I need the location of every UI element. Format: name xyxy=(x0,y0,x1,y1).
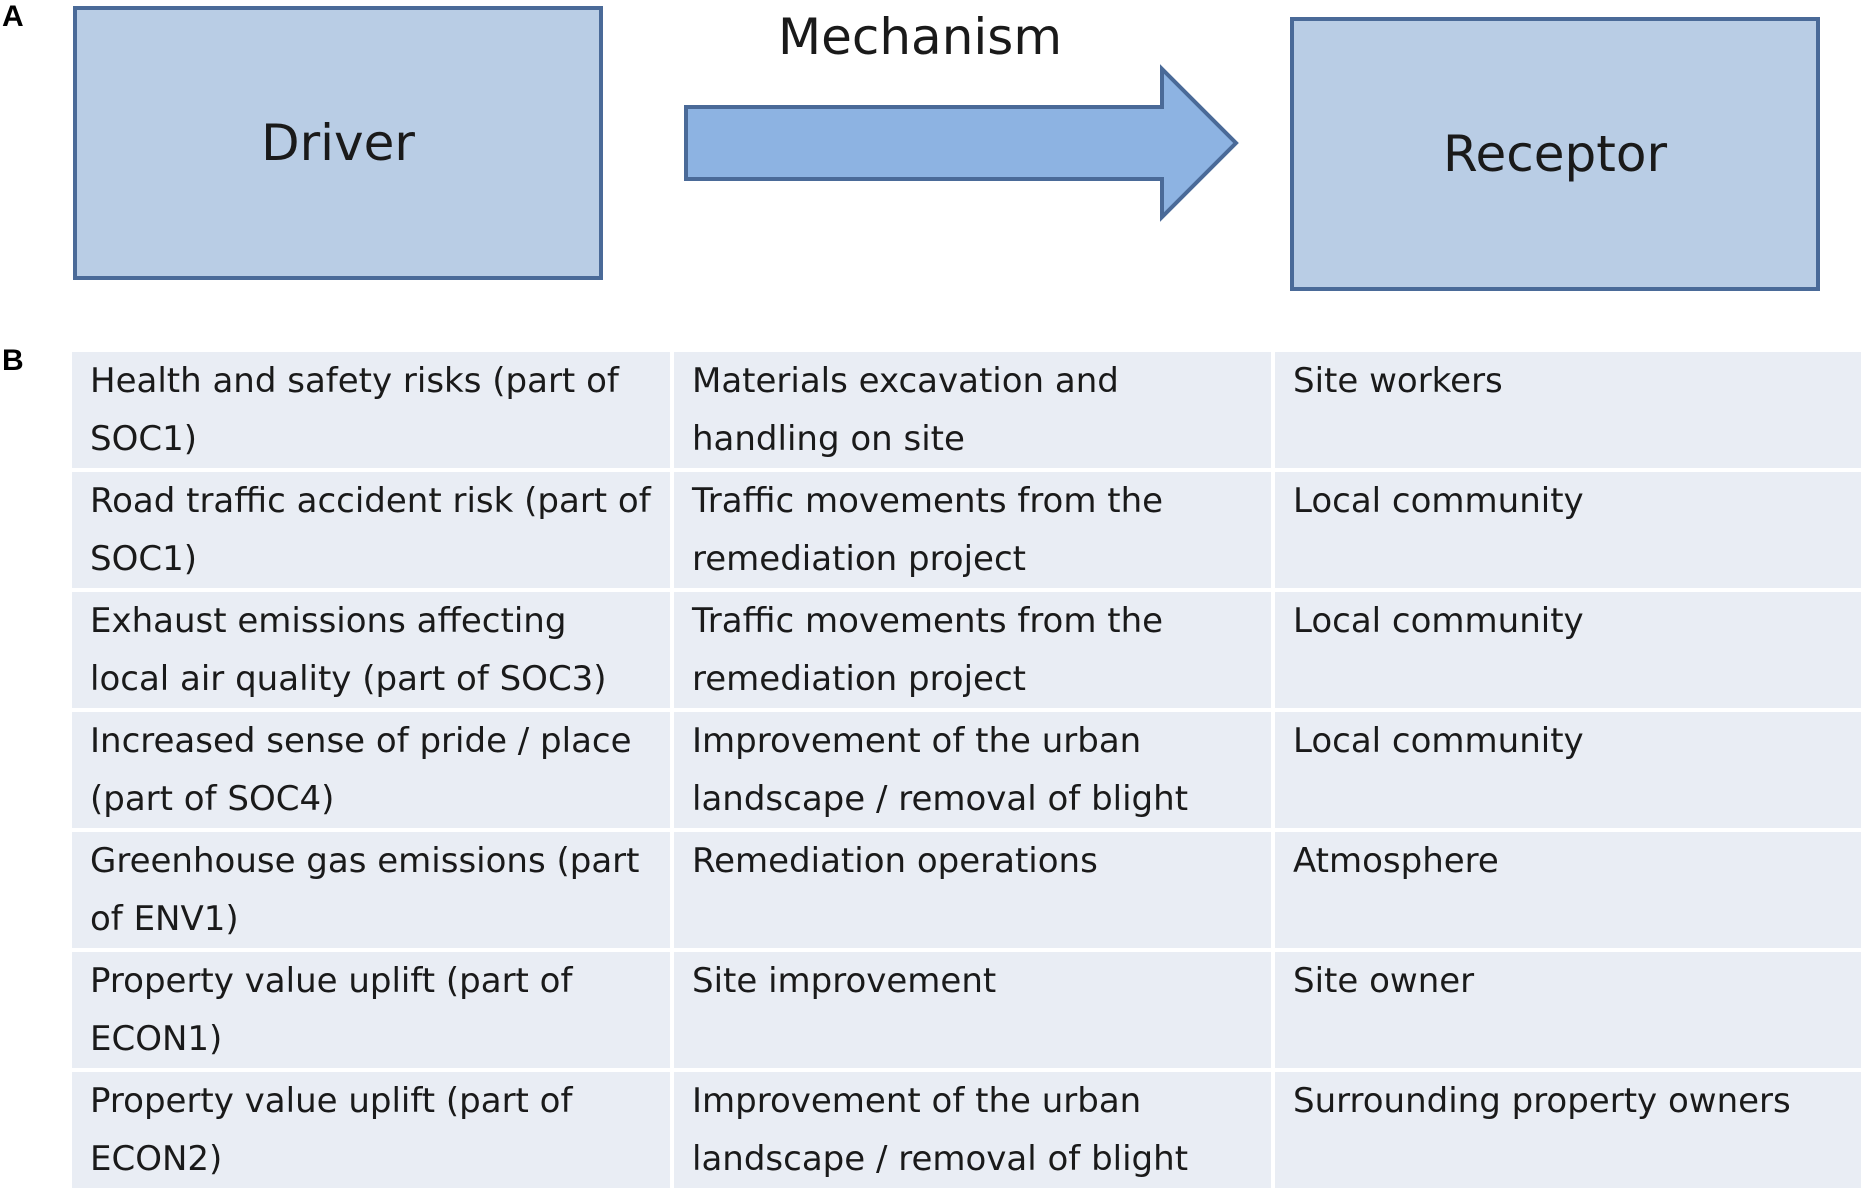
mechanism-cell: Improvement of the urban landscape / rem… xyxy=(674,712,1271,828)
receptor-cell: Local community xyxy=(1275,712,1861,828)
driver-label: Driver xyxy=(261,114,415,172)
receptor-cell: Local community xyxy=(1275,472,1861,588)
table-row: Property value uplift (part of ECON1) Si… xyxy=(72,952,1861,1068)
receptor-label: Receptor xyxy=(1443,125,1667,183)
driver-cell: Exhaust emissions affecting local air qu… xyxy=(72,592,670,708)
driver-box: Driver xyxy=(73,6,603,280)
driver-mechanism-receptor-table: Health and safety risks (part of SOC1) M… xyxy=(68,348,1861,1192)
mechanism-cell: Materials excavation and handling on sit… xyxy=(674,352,1271,468)
table-body: Health and safety risks (part of SOC1) M… xyxy=(72,352,1861,1188)
mechanism-arrow xyxy=(684,64,1239,222)
receptor-cell: Site workers xyxy=(1275,352,1861,468)
driver-cell: Property value uplift (part of ECON2) xyxy=(72,1072,670,1188)
table-row: Greenhouse gas emissions (part of ENV1) … xyxy=(72,832,1861,948)
table-row: Exhaust emissions affecting local air qu… xyxy=(72,592,1861,708)
arrow-shape xyxy=(684,64,1239,222)
receptor-cell: Site owner xyxy=(1275,952,1861,1068)
driver-cell: Greenhouse gas emissions (part of ENV1) xyxy=(72,832,670,948)
mechanism-cell: Traffic movements from the remediation p… xyxy=(674,592,1271,708)
table-row: Health and safety risks (part of SOC1) M… xyxy=(72,352,1861,468)
mechanism-label: Mechanism xyxy=(777,8,1063,66)
mechanism-cell: Traffic movements from the remediation p… xyxy=(674,472,1271,588)
mechanism-cell: Remediation operations xyxy=(674,832,1271,948)
table-row: Increased sense of pride / place (part o… xyxy=(72,712,1861,828)
receptor-cell: Local community xyxy=(1275,592,1861,708)
driver-cell: Property value uplift (part of ECON1) xyxy=(72,952,670,1068)
receptor-cell: Surrounding property owners xyxy=(1275,1072,1861,1188)
panel-a-label: A xyxy=(2,0,24,33)
receptor-box: Receptor xyxy=(1290,17,1820,291)
mechanism-cell: Site improvement xyxy=(674,952,1271,1068)
mechanism-cell: Improvement of the urban landscape / rem… xyxy=(674,1072,1271,1188)
receptor-cell: Atmosphere xyxy=(1275,832,1861,948)
driver-cell: Increased sense of pride / place (part o… xyxy=(72,712,670,828)
driver-cell: Road traffic accident risk (part of SOC1… xyxy=(72,472,670,588)
table-row: Road traffic accident risk (part of SOC1… xyxy=(72,472,1861,588)
driver-cell: Health and safety risks (part of SOC1) xyxy=(72,352,670,468)
panel-b-label: B xyxy=(2,344,24,377)
table-row: Property value uplift (part of ECON2) Im… xyxy=(72,1072,1861,1188)
